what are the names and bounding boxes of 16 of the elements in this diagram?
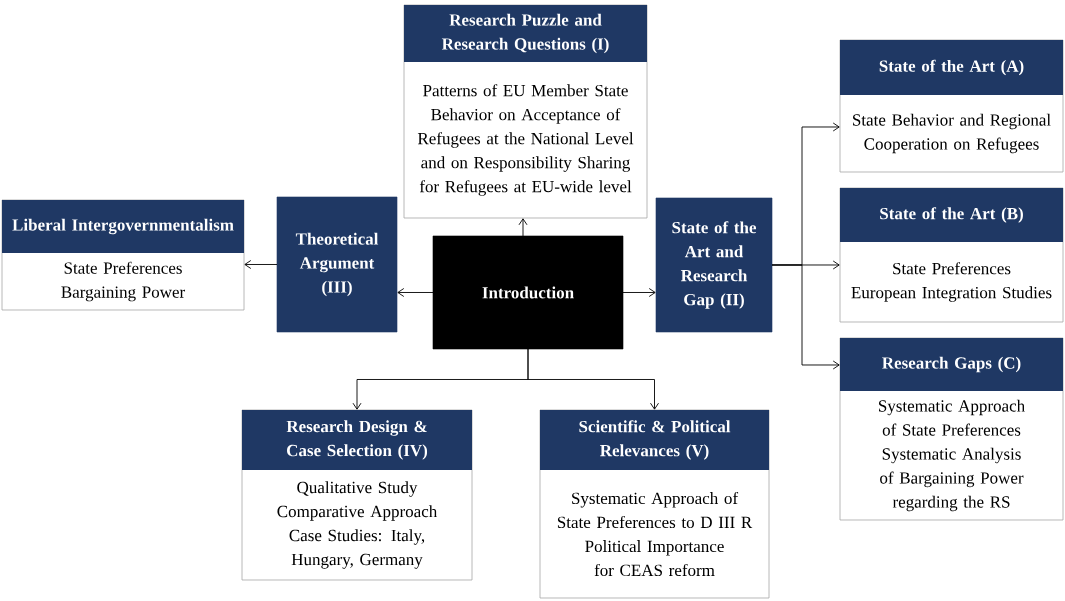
titled-box: Research Puzzle and Research Questions (I) Patterns of EU Member State Behavior on Acceptance of Refugees at the National Level and on Responsibility Sharing for Refugees at EU-wide level xyxy=(403,4,648,219)
section-box: Theoretical Argument (III) xyxy=(276,196,398,333)
arrow xyxy=(518,218,528,237)
titled-box: Scientific & Political Relevances (V) Systematic Approach of State Preferences to D III R Political Importance for CEAS reform xyxy=(539,409,770,599)
title-box: Introduction xyxy=(432,235,624,350)
section-box: State of the Art and Research Gap (II) xyxy=(655,197,773,333)
arrow xyxy=(244,260,278,269)
arrow xyxy=(397,288,434,297)
arrow xyxy=(527,348,659,410)
titled-box: Research Design & Case Selection (IV) Qualitative Study Comparative Approach Case Studies: Italy, Hungary, Germany xyxy=(241,409,473,581)
titled-box: Liberal Intergovernmentalism State Preferences Bargaining Power xyxy=(1,199,245,311)
arrow xyxy=(771,264,840,370)
titled-box: State of the Art (A) State Behavior and Regional Cooperation on Refugees xyxy=(839,39,1064,173)
arrow xyxy=(622,288,656,297)
titled-box: Research Gaps (C) Systematic Approach of State Preferences Systematic Analysis of Bargaining Power regarding the RS xyxy=(839,337,1064,521)
titled-box: State of the Art (B) State Preferences European Integration Studies xyxy=(839,187,1064,323)
